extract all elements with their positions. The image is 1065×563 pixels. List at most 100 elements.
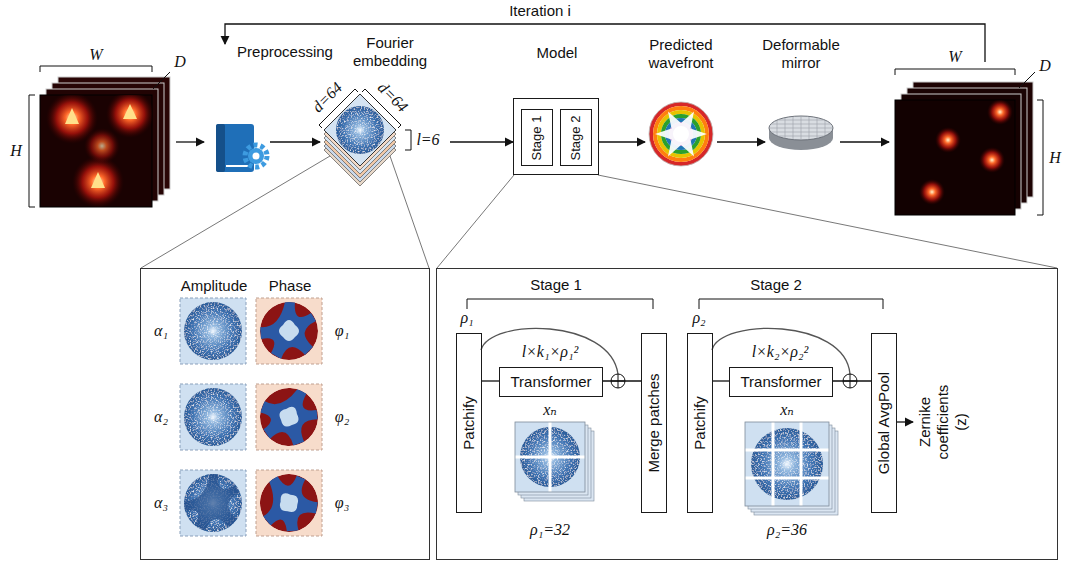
phase-tile — [256, 298, 322, 364]
phase-tile — [250, 378, 327, 455]
node-label: Fourier embedding — [335, 34, 445, 70]
preprocessing-icon — [226, 165, 250, 167]
preprocessing-icon — [253, 153, 260, 160]
output-psf-stack — [895, 69, 1043, 215]
patch-grid-stage-2 — [745, 422, 829, 506]
input-symbol: xₙ — [543, 400, 557, 419]
phase-symbol: φ₁ — [335, 321, 349, 340]
phase-tile — [250, 378, 327, 455]
patch-grid-stage-2 — [745, 422, 829, 506]
wavefront-disk — [655, 112, 707, 157]
zoom-lines — [437, 175, 514, 268]
dimension-label: W — [89, 45, 102, 64]
phase-tile — [260, 302, 318, 360]
dimension-label: H — [1049, 148, 1061, 167]
amplitude-tile — [184, 474, 239, 531]
phase-tile — [251, 378, 326, 453]
fourier-embedding-stack — [324, 94, 396, 166]
connector — [713, 380, 729, 381]
fourier-embedding-stack — [336, 106, 384, 154]
connector — [270, 141, 320, 142]
mirror-node: Deformable mirror — [765, 112, 837, 158]
phase-tile — [279, 320, 299, 341]
amplitude-symbol: α₃ — [154, 493, 168, 512]
deformable-mirror-icon — [765, 112, 837, 144]
output-psf-stack — [1019, 72, 1035, 88]
preprocessing-icon — [216, 124, 225, 172]
amplitude-tile — [184, 474, 242, 532]
stage-bracket — [467, 299, 653, 309]
patch-size-symbol: ρ₁ — [460, 308, 473, 327]
amplitude-symbol: α₂ — [154, 407, 168, 426]
patch-size-label: ρ₁=32 — [530, 520, 570, 539]
feedback-arrow — [225, 24, 985, 62]
input-symbol: xₙ — [780, 400, 794, 419]
dimension-label: H — [10, 141, 22, 160]
node-label: Transformer — [510, 373, 591, 391]
stage-bracket — [467, 299, 883, 309]
iteration-label: Iteration i — [509, 2, 571, 20]
input-psf-stack — [29, 95, 35, 207]
patch-grid-stage-1 — [515, 422, 585, 492]
amplitude-tile — [180, 470, 246, 536]
phase-tile — [249, 463, 330, 544]
output-psf-stack — [987, 100, 1013, 125]
stage-box: Stage 1 — [521, 109, 553, 166]
token-shape-label: l×k₁×ρ₁² — [522, 342, 579, 361]
patch-grid-stage-2 — [745, 422, 829, 506]
input-psf-stack — [84, 128, 120, 164]
input-psf-stack — [91, 172, 105, 188]
transformer-box: Transformer — [729, 367, 833, 397]
input-psf-stack — [29, 66, 170, 208]
phase-tile — [274, 488, 302, 517]
output-psf-stack — [919, 179, 945, 205]
flow-arrow — [840, 141, 889, 142]
amplitude-tile — [180, 384, 246, 450]
phase-tile — [249, 463, 330, 544]
node-label: Preprocessing — [220, 43, 350, 61]
deformable-mirror-icon — [765, 112, 837, 144]
deformable-mirror-icon — [765, 112, 837, 150]
output-psf-stack — [895, 69, 1015, 75]
input-psf-stack — [72, 156, 124, 207]
embedding-detail-panel: AmplitudePhase — [140, 268, 430, 560]
wavefront-node: Predicted wavefront — [645, 98, 717, 170]
amplitude-tile — [184, 388, 242, 446]
input-psf-stack — [40, 66, 152, 72]
phase-tile — [256, 298, 322, 364]
patch-size-label: ρ₂=36 — [767, 520, 807, 539]
amplitude-symbol: α₁ — [154, 321, 168, 340]
patch-grid-stage-2 — [751, 428, 823, 500]
stage-box: Stage 2 — [560, 109, 592, 166]
flow-arrow — [176, 141, 204, 142]
node-label: Amplitude — [181, 277, 248, 295]
node-label: Global AvgPool — [875, 372, 893, 474]
stage-bracket — [699, 299, 883, 309]
output-label: Zernike coefficients (z) — [916, 375, 970, 470]
patch-grid-stage-2 — [745, 422, 838, 515]
dimension-label: D — [174, 52, 186, 71]
connector — [603, 380, 641, 381]
fourier-embedding-stack — [405, 130, 411, 150]
input-psf-stack — [46, 95, 152, 207]
amplitude-tile — [180, 384, 246, 450]
patch-grid-stage-1 — [515, 422, 585, 492]
output-psf-stack — [1037, 100, 1043, 215]
amplitude-tile — [180, 298, 246, 364]
patch-grid-stage-1 — [515, 422, 585, 492]
preprocessing-node: Preprocessing — [210, 118, 270, 178]
preprocessing-icon — [216, 124, 267, 172]
node-label: Stage 1 — [529, 115, 545, 160]
amplitude-tile — [180, 470, 246, 536]
merge-patches-box: Merge patches — [641, 333, 667, 513]
node-label: Patchify — [460, 396, 478, 449]
wavefront-disk — [649, 102, 713, 166]
input-psf-stack — [153, 72, 170, 89]
global-avgpool-box: Global AvgPool — [871, 333, 897, 513]
amplitude-tile — [180, 298, 246, 364]
phase-tile — [250, 378, 327, 455]
wavefront-disk — [649, 102, 713, 166]
output-psf-stack — [979, 147, 1005, 173]
phase-tile — [260, 302, 318, 360]
output-psf-stack — [895, 100, 1015, 215]
